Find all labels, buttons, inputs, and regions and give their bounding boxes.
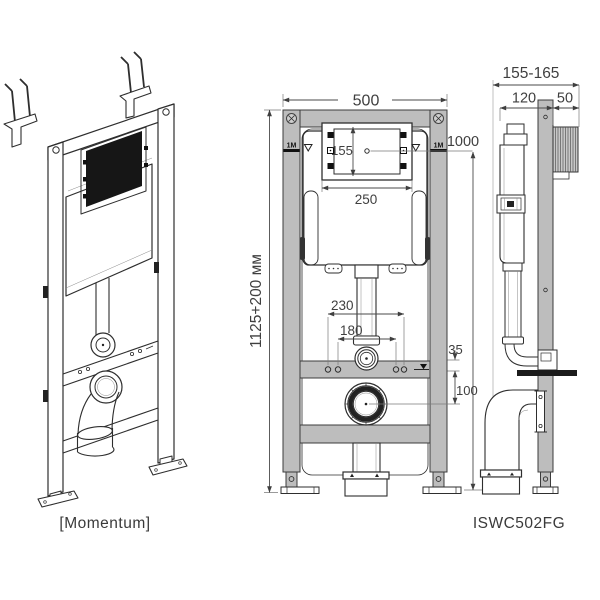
meter-marks: 1M 1M <box>283 143 447 153</box>
svg-text:1000: 1000 <box>447 134 479 150</box>
rail-clip <box>154 262 159 273</box>
flush-pipe-side <box>502 262 541 367</box>
level-marker-triangle <box>303 144 313 153</box>
crossbar-upper-perspective <box>62 340 159 387</box>
front-view: 1M 1M <box>248 93 484 497</box>
svg-text:1125+200 мм: 1125+200 мм <box>248 254 265 348</box>
rail-hole <box>543 114 548 120</box>
wall-bracket-right <box>119 51 152 119</box>
svg-text:500: 500 <box>353 93 380 110</box>
svg-text:155-165: 155-165 <box>503 65 560 82</box>
drain-socket-front <box>344 382 388 426</box>
rail-clip <box>43 286 48 298</box>
dimension-depth-range: 155-165 <box>492 65 580 127</box>
perspective-view: [Momentum] <box>3 51 188 532</box>
meter-mark-right: 1M <box>434 143 444 150</box>
crossbar-lower-front <box>299 424 431 444</box>
foot-side <box>532 471 559 494</box>
rail-clip <box>43 390 48 402</box>
tank-clip-left <box>300 237 305 260</box>
dimension-studs-inner: 180 <box>337 323 397 365</box>
feet-front <box>280 471 462 494</box>
dimension-overall-width: 500 <box>282 93 448 110</box>
wc-fixing-holes <box>324 366 408 373</box>
wall-bracket-side <box>552 126 579 180</box>
feet-perspective <box>37 455 188 508</box>
level-marker-triangle <box>411 144 421 153</box>
brand-caption: [Momentum] <box>59 515 150 532</box>
frame-rail-left <box>47 141 64 497</box>
cistern-side <box>496 123 528 264</box>
dimension-window-width: 250 <box>321 181 413 207</box>
drain-elbow-perspective <box>76 370 123 457</box>
corner-screws-front <box>286 113 444 124</box>
corner-screw <box>162 108 170 116</box>
model-code-caption: ISWC502FG <box>473 515 565 532</box>
access-panel-perspective <box>80 126 148 215</box>
level-marker-triangle-filled <box>420 364 427 370</box>
dimension-flush-offset: 35 <box>447 342 463 372</box>
dimension-window-height: 155 <box>331 126 356 177</box>
svg-text:120: 120 <box>512 91 536 107</box>
dimension-bracket-depth: 50 <box>552 91 580 111</box>
svg-text:250: 250 <box>355 192 378 207</box>
drain-elbow-side <box>479 389 547 495</box>
dimension-studs-outer: 230 <box>327 298 405 365</box>
svg-text:50: 50 <box>557 91 573 107</box>
flush-pipe-perspective <box>90 278 116 358</box>
crossbar-holes <box>78 345 154 374</box>
wall-bracket-left <box>3 78 38 148</box>
dimension-frame-depth: 120 <box>499 91 554 125</box>
tank-clip-right <box>425 237 430 260</box>
side-slot-right <box>411 190 427 266</box>
dimension-drain-offset: 100 <box>369 370 478 405</box>
tank-bottom-clips <box>324 263 407 274</box>
access-window-front <box>321 122 413 181</box>
dimension-meter-level: 1000 <box>370 134 484 491</box>
svg-text:155: 155 <box>331 143 353 158</box>
corner-screw <box>52 146 60 154</box>
side-slot-left <box>303 190 319 266</box>
front-rail-right <box>429 109 448 473</box>
frame-rail-right <box>157 103 175 464</box>
meter-mark-left: 1M <box>287 143 297 150</box>
svg-text:230: 230 <box>331 298 354 313</box>
svg-text:180: 180 <box>340 323 363 338</box>
svg-text:100: 100 <box>456 383 478 398</box>
flush-elbow-front <box>354 346 379 371</box>
drain-outlet-front <box>342 442 390 497</box>
svg-text:35: 35 <box>448 342 462 357</box>
rail-hole <box>543 287 548 293</box>
side-view: 155-165 120 50 ISWC502FG <box>473 65 580 532</box>
front-rail-left <box>282 109 301 473</box>
dimension-overall-height: 1125+200 мм <box>248 109 281 493</box>
anchor-bracket-side <box>517 349 577 376</box>
